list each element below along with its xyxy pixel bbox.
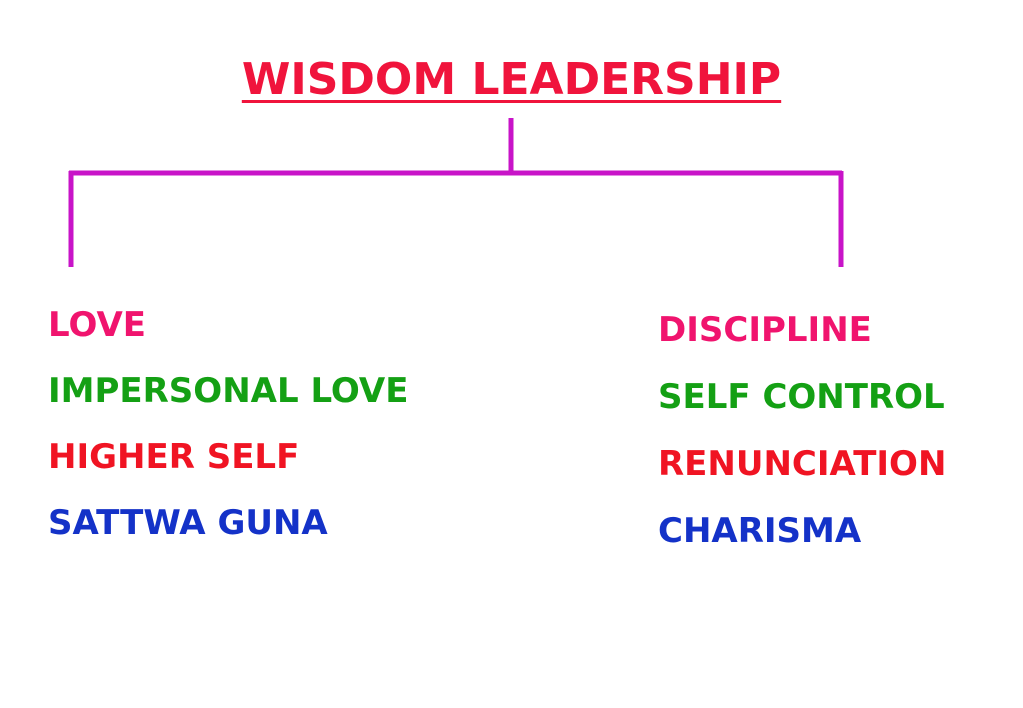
branch-item: HIGHER SELF: [48, 437, 300, 477]
right-branch-list: DISCIPLINE SELF CONTROL RENUNCIATION CHA…: [658, 310, 946, 578]
left-branch-list: LOVE IMPERSONAL LOVE HIGHER SELF SATTWA …: [48, 305, 408, 569]
branch-item: IMPERSONAL LOVE: [48, 371, 409, 411]
branch-item: LOVE: [48, 305, 146, 345]
branch-item: DISCIPLINE: [658, 310, 872, 350]
branch-item: SELF CONTROL: [658, 377, 945, 417]
diagram-title: WISDOM LEADERSHIP: [241, 54, 782, 105]
branch-item: RENUNCIATION: [658, 444, 947, 484]
branch-item: SATTWA GUNA: [48, 503, 328, 543]
branch-item: CHARISMA: [658, 511, 862, 551]
